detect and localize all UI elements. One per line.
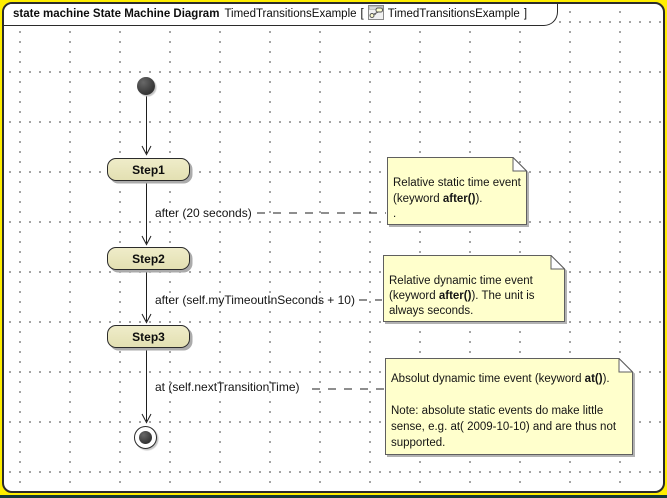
state-step1[interactable]: Step1 <box>107 158 190 181</box>
note-text: Relative dynamic time event (keyword aft… <box>389 275 535 317</box>
transition-arrowhead-1 <box>141 145 152 156</box>
state-name-label: Step1 <box>132 162 165 177</box>
state-name-label: Step2 <box>132 251 165 266</box>
state-step3[interactable]: Step3 <box>107 325 190 348</box>
state-name-label: Step3 <box>132 329 165 344</box>
bracket-close: ] <box>523 8 528 20</box>
transition-label-after-20-seconds[interactable]: after (20 seconds) <box>155 206 252 220</box>
transition-arrowhead-2 <box>141 235 152 246</box>
note-shape <box>383 255 565 322</box>
diagram-context-name: TimedTransitionsExample <box>387 8 520 20</box>
note-shape <box>387 157 527 225</box>
note-text: Absolut dynamic time event (keyword at()… <box>391 373 617 449</box>
transition-label-at-time[interactable]: at (self.nextTransitionTime) <box>155 380 300 394</box>
note-shape <box>385 358 633 455</box>
note-text: Relative static time event (keyword afte… <box>393 177 521 220</box>
state-machine-name: TimedTransitionsExample <box>224 8 357 20</box>
state-machine-diagram-icon <box>367 5 384 23</box>
bracket-open: [ <box>360 8 364 20</box>
transition-arrowhead-3 <box>141 313 152 324</box>
transition-arrowhead-4 <box>141 413 152 424</box>
initial-state-node[interactable] <box>137 77 155 95</box>
note-relative-static-time[interactable]: Relative static time event (keyword afte… <box>387 157 527 225</box>
transition-label-after-timeout[interactable]: after (self.myTimeoutInSeconds + 10) <box>155 293 355 307</box>
state-step2[interactable]: Step2 <box>107 247 190 270</box>
note-relative-dynamic-time[interactable]: Relative dynamic time event (keyword aft… <box>383 255 565 322</box>
final-state-inner-dot <box>139 431 152 444</box>
bottom-edge-bar <box>0 495 667 498</box>
diagram-kind-label: state machine State Machine Diagram <box>13 8 220 20</box>
final-state-node[interactable] <box>134 426 157 449</box>
diagram-title-tab[interactable]: state machine State Machine Diagram Time… <box>4 4 558 26</box>
note-absolute-dynamic-time[interactable]: Absolut dynamic time event (keyword at()… <box>385 358 633 455</box>
